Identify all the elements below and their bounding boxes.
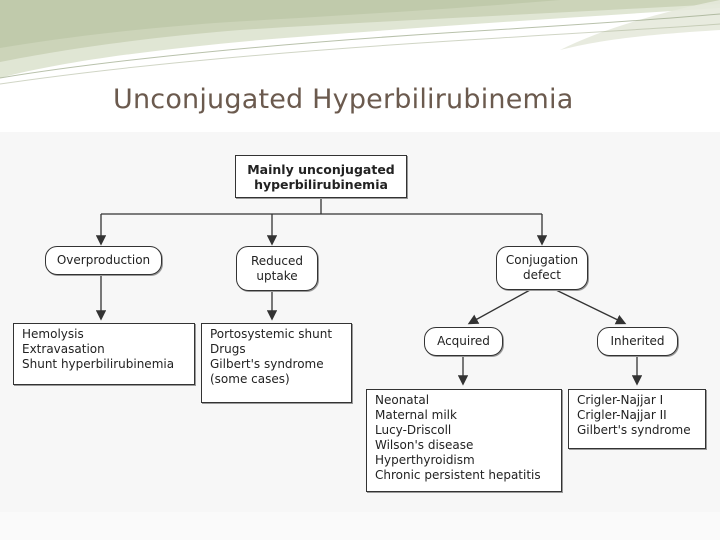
- list-item: Drugs: [210, 342, 246, 356]
- acquired-label: Acquired: [437, 334, 490, 348]
- list-item: Crigler-Najjar II: [577, 408, 667, 422]
- inherited-node: Inherited: [597, 327, 678, 356]
- header-banner-decoration: [0, 0, 720, 85]
- root-node: Mainly unconjugated hyperbilirubinemia: [235, 155, 407, 198]
- list-item: Gilbert's syndrome: [210, 357, 324, 371]
- acquired-node: Acquired: [424, 327, 503, 356]
- connector-to-acquired: [467, 289, 531, 325]
- root-line-2: hyperbilirubinemia: [254, 176, 388, 192]
- list-item: Portosystemic shunt: [210, 327, 333, 341]
- list-item: Chronic persistent hepatitis: [375, 468, 541, 482]
- list-item: (some cases): [210, 372, 290, 386]
- inherited-causes-list: Crigler-Najjar I Crigler-Najjar II Gilbe…: [568, 389, 706, 449]
- acquired-causes-list: Neonatal Maternal milk Lucy-Driscoll Wil…: [366, 389, 562, 492]
- inherited-label: Inherited: [610, 334, 665, 348]
- list-item: Extravasation: [22, 342, 105, 356]
- conjugation-defect-node: Conjugation defect: [496, 246, 588, 290]
- connector-to-inherited: [555, 289, 627, 325]
- list-item: Hemolysis: [22, 327, 84, 341]
- reduced-uptake-line-1: Reduced: [250, 253, 303, 268]
- list-item: Shunt hyperbilirubinemia: [22, 357, 175, 371]
- overproduction-causes-list: Hemolysis Extravasation Shunt hyperbilir…: [13, 323, 195, 385]
- list-item: Lucy-Driscoll: [375, 423, 452, 437]
- bottom-strip: [0, 512, 720, 540]
- reduced-uptake-line-2: uptake: [256, 268, 298, 283]
- conjugation-defect-line-2: defect: [523, 268, 561, 282]
- slide-title: Unconjugated Hyperbilirubinemia: [113, 84, 574, 115]
- list-item: Maternal milk: [375, 408, 457, 422]
- list-item: Neonatal: [375, 393, 430, 407]
- list-item: Hyperthyroidism: [375, 453, 475, 467]
- reduced-uptake-causes-list: Portosystemic shunt Drugs Gilbert's synd…: [201, 323, 352, 403]
- list-item: Wilson's disease: [375, 438, 474, 452]
- overproduction-label: Overproduction: [56, 253, 151, 267]
- reduced-uptake-node: Reduced uptake: [236, 246, 318, 291]
- list-item: Gilbert's syndrome: [577, 423, 691, 437]
- conjugation-defect-line-1: Conjugation: [505, 253, 579, 267]
- root-line-1: Mainly unconjugated: [247, 161, 395, 177]
- list-item: Crigler-Najjar I: [577, 393, 664, 407]
- overproduction-node: Overproduction: [45, 246, 162, 275]
